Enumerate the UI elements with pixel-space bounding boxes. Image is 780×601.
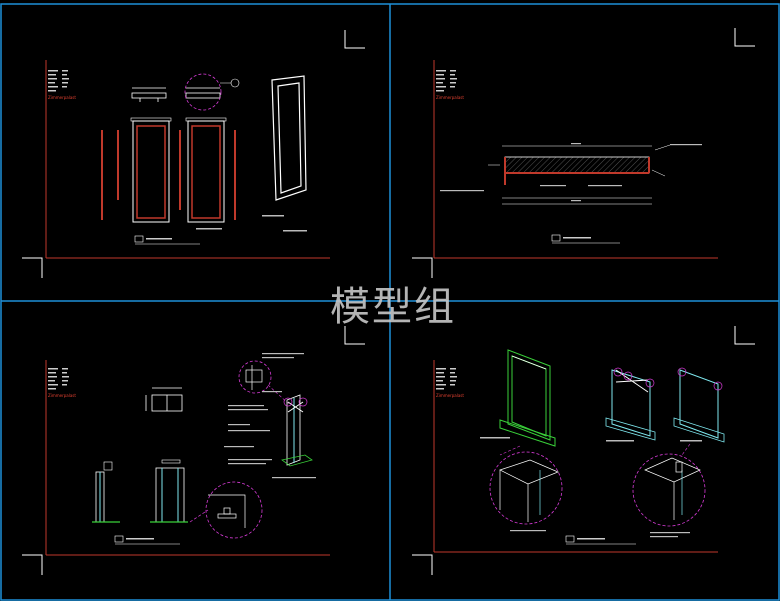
corner-marks — [412, 28, 755, 278]
viewport-borders — [0, 3, 780, 601]
section-title — [551, 234, 620, 244]
brand-logo: Zimmerpalast — [48, 95, 76, 100]
side-elevation-rails — [101, 130, 236, 220]
sheet-border — [45, 60, 330, 259]
title-block-notes — [436, 368, 457, 390]
brand-logo: Zimmerpalast — [436, 393, 464, 398]
detail-callout-circle — [184, 73, 222, 111]
corner-marks — [22, 326, 365, 575]
detail-callout-circle-bottom — [205, 481, 263, 539]
side-elevation — [92, 461, 120, 523]
plan-view-left — [131, 87, 167, 102]
sheet-border — [433, 60, 718, 259]
detail-annotations — [224, 353, 316, 479]
section-title — [134, 235, 200, 245]
detail-callout-circle-top — [238, 360, 272, 394]
title-block-notes — [48, 368, 69, 390]
viewport-top-left[interactable]: Zimmerpalast — [22, 30, 365, 278]
viewport-bottom-left[interactable]: Zimmerpalast — [22, 326, 365, 575]
isometric-stand — [281, 394, 313, 467]
sheet-border — [433, 360, 718, 553]
corner-marks — [412, 326, 755, 575]
corner-marks — [22, 30, 365, 278]
detail-callout-circle-left — [489, 451, 563, 525]
isometric-frame-large — [499, 349, 556, 447]
detail-annotations — [510, 530, 690, 538]
section-title — [114, 535, 180, 545]
title-block-notes — [48, 70, 69, 92]
section-detail-shelf — [488, 144, 671, 205]
brand-logo: Zimmerpalast — [48, 393, 76, 398]
isometric-frame-x-brace — [605, 367, 656, 441]
isometric-frame-simple — [673, 367, 725, 443]
viewport-top-right[interactable]: Zimmerpalast — [412, 28, 755, 278]
section-title — [565, 535, 636, 545]
sheet-border — [45, 360, 330, 556]
plan-detail — [145, 387, 183, 412]
brand-logo: Zimmerpalast — [436, 95, 464, 100]
view-captions — [196, 215, 307, 232]
viewport-bottom-right[interactable]: Zimmerpalast — [412, 326, 755, 575]
elevation-frame-right — [185, 117, 227, 223]
front-elevation — [150, 459, 188, 523]
elevation-frame-left — [130, 117, 172, 223]
title-block-notes — [436, 70, 457, 92]
detail-annotations — [440, 143, 702, 202]
plan-view-right — [185, 87, 221, 99]
detail-callout-circle-right — [632, 453, 706, 527]
watermark-text: 模型组 — [330, 284, 456, 330]
view-captions — [480, 437, 702, 442]
perspective-frame — [271, 75, 307, 201]
